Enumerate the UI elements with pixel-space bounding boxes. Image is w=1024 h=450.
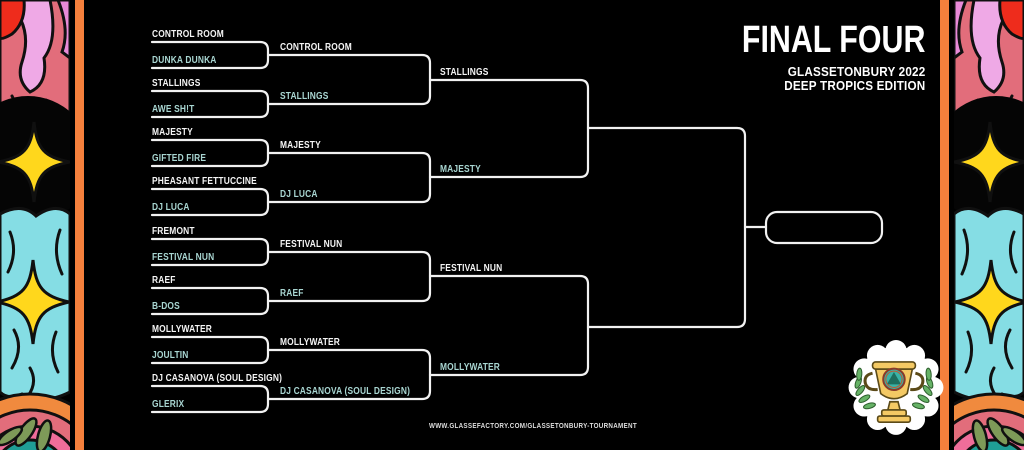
final-connector-bracket xyxy=(586,126,747,329)
final-winner-slot xyxy=(764,210,884,245)
round1-match6-team2-label: B-DOS xyxy=(152,301,180,312)
left-orange-stripe xyxy=(75,0,84,450)
trophy-laurel-badge-icon xyxy=(848,340,944,435)
round1-match4-team1-label: PHEASANT FETTUCCINE xyxy=(152,176,257,187)
round1-match4-team2-label: DJ LUCA xyxy=(152,202,190,213)
round1-match3-team2-label: GIFTED FIRE xyxy=(152,153,207,164)
subtitle-line2: DEEP TROPICS EDITION xyxy=(783,78,925,93)
round2-slot4-label: DJ LUCA xyxy=(280,189,318,200)
round1-match5-team1-label: FREMONT xyxy=(152,226,195,237)
page-title: FINAL FOUR xyxy=(741,19,925,61)
round1-match2-team1-label: STALLINGS xyxy=(152,78,201,89)
semifinal-slot4-label: MOLLYWATER xyxy=(440,362,501,373)
round1-match6-team1-label: RAEF xyxy=(152,275,176,286)
round2-slot1-label: CONTROL ROOM xyxy=(280,42,352,53)
round2-slot2-label: STALLINGS xyxy=(280,91,329,102)
round1-match1-team2-label: DUNKA DUNKA xyxy=(152,55,217,66)
semifinal1-bracket xyxy=(428,78,590,179)
round2-slot5-label: FESTIVAL NUN xyxy=(280,239,343,250)
round1-match2-team2-label: AWE SH!T xyxy=(152,104,195,115)
round2-slot8-label: DJ CASANOVA (SOUL DESIGN) xyxy=(280,386,411,397)
round1-match3-team1-label: MAJESTY xyxy=(152,127,193,138)
right-orange-stripe xyxy=(940,0,949,450)
round2-slot3-label: MAJESTY xyxy=(280,140,321,151)
round1-match1-team1-label: CONTROL ROOM xyxy=(152,29,224,40)
semifinal-slot3-label: FESTIVAL NUN xyxy=(440,263,503,274)
round1-match7-team1-label: MOLLYWATER xyxy=(152,324,213,335)
round1-match7-team2-label: JOULTIN xyxy=(152,350,189,361)
round1-match8-team2-label: GLERIX xyxy=(152,399,185,410)
semifinal-slot1-label: STALLINGS xyxy=(440,67,489,78)
round2-slot7-label: MOLLYWATER xyxy=(280,337,341,348)
title-block: FINAL FOUR GLASSETONBURY 2022 DEEP TROPI… xyxy=(696,20,925,93)
round1-match8-team1-label: DJ CASANOVA (SOUL DESIGN) xyxy=(152,373,283,384)
semifinal-slot2-label: MAJESTY xyxy=(440,164,481,175)
semifinal2-bracket xyxy=(428,274,590,377)
round2-slot6-label: RAEF xyxy=(280,288,304,299)
subtitle-line1: GLASSETONBURY 2022 xyxy=(787,64,925,79)
footer-url: WWW.GLASSEFACTORY.COM/GLASSETONBURY-TOUR… xyxy=(429,423,637,430)
round1-match5-team2-label: FESTIVAL NUN xyxy=(152,252,215,263)
